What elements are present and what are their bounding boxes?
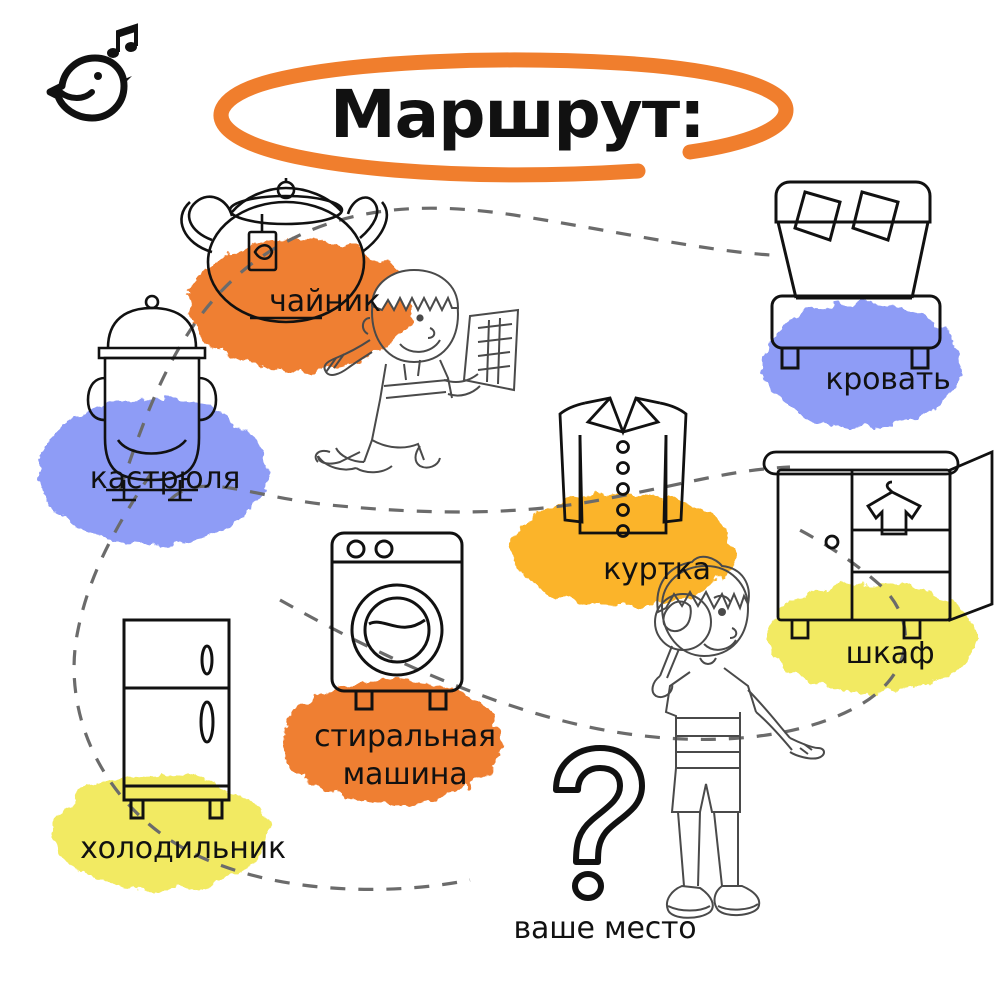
- wardrobe-icon: [762, 449, 994, 640]
- blob-shkaf: [768, 583, 976, 693]
- bed-icon: [770, 180, 942, 370]
- route-segment-diagonal: [279, 523, 907, 741]
- music-note-icon: [107, 23, 138, 58]
- kneeling-girl-holding-map: [314, 268, 520, 474]
- page-title: Маршрут:: [330, 76, 705, 153]
- route-path-group: [72, 206, 907, 892]
- blob-chaynik: [188, 239, 412, 371]
- blob-stiralnaya-mashina: [282, 680, 502, 804]
- route-segment-upper: [118, 206, 771, 491]
- bird-logo-icon: [46, 23, 138, 122]
- title-circle-icon: [213, 52, 794, 183]
- jacket-icon: [558, 396, 688, 538]
- blob-kurtka: [510, 493, 734, 607]
- washing-machine-icon: [330, 531, 464, 711]
- route-segment-middle: [168, 465, 791, 514]
- cooking-pot-icon: [86, 294, 218, 502]
- standing-boy-with-magnifying-glass: [651, 555, 825, 919]
- refrigerator-icon: [122, 618, 231, 820]
- question-mark-icon: [553, 745, 645, 901]
- teapot-icon: [180, 178, 388, 324]
- route-segment-lower: [72, 471, 471, 892]
- blob-krovat: [762, 302, 962, 428]
- blob-group: [37, 239, 976, 890]
